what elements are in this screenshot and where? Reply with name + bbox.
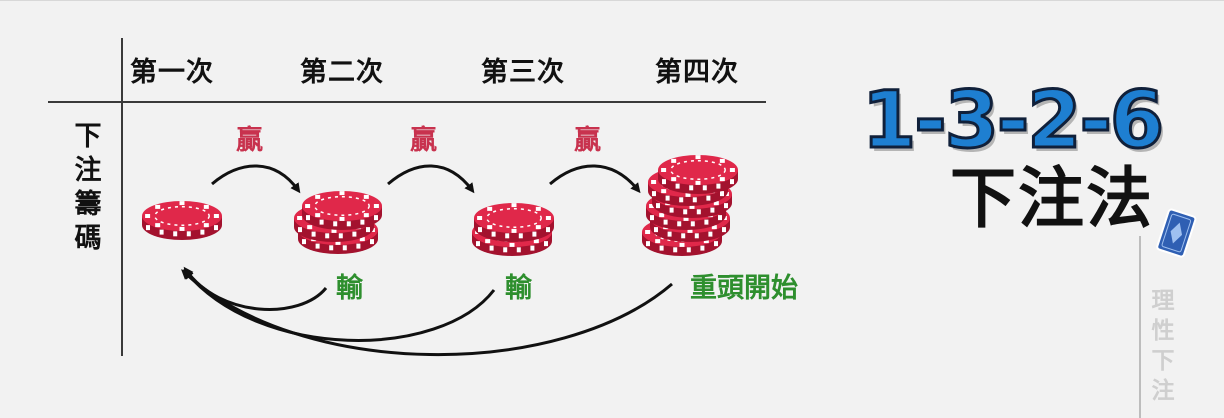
win-label-3: 贏 [574, 125, 601, 156]
chip-stack-2 [294, 191, 382, 254]
curved-arrow-back-icon [183, 268, 496, 342]
playing-card-icon [1156, 208, 1197, 258]
column-header-1: 第一次 [130, 57, 214, 88]
arrow-right-icon [387, 164, 475, 194]
arrow-right-icon [211, 164, 301, 194]
column-header-3: 第三次 [481, 57, 565, 88]
column-header-2: 第二次 [300, 57, 384, 88]
side-caption: 理性下注 [1151, 288, 1175, 404]
table-horizontal-divider [48, 101, 766, 103]
side-divider [1139, 236, 1141, 418]
chip-stack-4 [642, 155, 738, 256]
background [0, 0, 1224, 1]
win-label-1: 贏 [236, 125, 263, 156]
lose-label-2: 輸 [505, 273, 532, 304]
poker-chip-icon [302, 191, 382, 230]
chip-stack-3 [472, 203, 554, 256]
curved-arrow-back-icon [181, 269, 673, 356]
arrow-right-icon [549, 164, 641, 194]
title-numbers: 1-3-2-6 [860, 76, 1165, 166]
table-vertical-divider [121, 38, 123, 356]
chip-stack-1 [142, 201, 222, 240]
column-header-4: 第四次 [655, 57, 739, 88]
poker-chip-icon [474, 203, 554, 242]
poker-chip-icon [658, 155, 738, 194]
win-label-2: 贏 [410, 125, 437, 156]
lose-label-1: 輸 [336, 273, 363, 304]
title-main: 下注法 [950, 160, 1154, 237]
restart-label: 重頭開始 [690, 273, 798, 304]
poker-chip-icon [142, 201, 222, 240]
row-header-bet-chips: 下注籌碼 [74, 121, 102, 254]
